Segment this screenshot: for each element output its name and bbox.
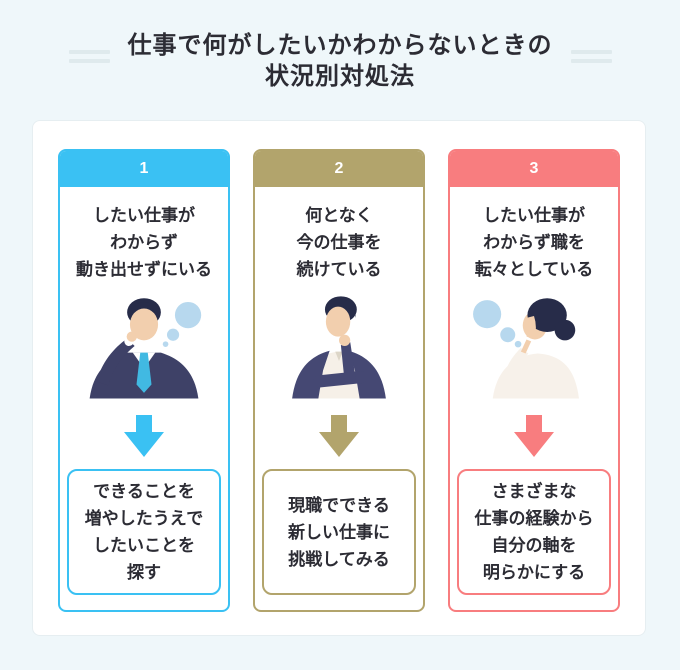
column-2-situation-text: 何となく 今の仕事を 続けている: [296, 206, 382, 279]
page-title: 仕事で何がしたいかわからないときの 状況別対処法: [127, 32, 553, 90]
man-hand-on-chin-illustration: [255, 289, 423, 401]
down-arrow-icon: [124, 415, 164, 457]
column-2: 2 何となく 今の仕事を 続けている 現職でで: [253, 149, 425, 612]
column-1-number-badge: 1: [60, 151, 228, 187]
column-3-solution-text: さまざまな 仕事の経験から 自分の軸を 明らかにする: [457, 469, 611, 595]
title-decor-right: [570, 50, 612, 63]
down-arrow-icon: [319, 415, 359, 457]
thinking-woman-icon: [473, 298, 579, 399]
man-suit-scratching-head-illustration: [60, 289, 228, 401]
thinking-man-jacket-icon: [292, 296, 386, 399]
title-row: 仕事で何がしたいかわからないときの 状況別対処法: [0, 0, 680, 92]
columns-container: 1 したい仕事が わからず 動き出せずにいる: [33, 121, 645, 612]
column-1-situation-text: したい仕事が わからず 動き出せずにいる: [76, 206, 212, 279]
column-1-solution-text: できることを 増やしたうえで したいことを 探す: [67, 469, 221, 595]
column-2-solution-text: 現職でできる 新しい仕事に 挑戦してみる: [262, 469, 416, 595]
title-decor-left: [68, 50, 110, 63]
column-2-number-badge: 2: [255, 151, 423, 187]
thinking-man-suit-icon: [89, 298, 202, 399]
column-1: 1 したい仕事が わからず 動き出せずにいる: [58, 149, 230, 612]
down-arrow-icon: [514, 415, 554, 457]
column-3-number-badge: 3: [450, 151, 618, 187]
thought-bubbles-icon: [162, 301, 202, 347]
woman-thinking-illustration: [450, 289, 618, 401]
column-3-situation-text: したい仕事が わからず職を 転々としている: [474, 206, 594, 279]
column-3: 3 したい仕事が わからず職を 転々としている: [448, 149, 620, 612]
content-card: 1 したい仕事が わからず 動き出せずにいる: [32, 120, 646, 636]
thought-bubbles-icon: [473, 300, 522, 348]
